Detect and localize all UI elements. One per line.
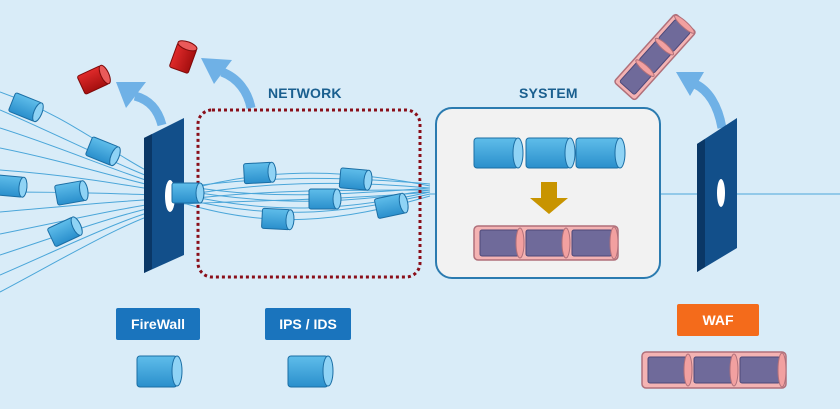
- system-packets: [473, 137, 626, 169]
- arrow-head: [116, 82, 146, 108]
- arrow-head: [201, 58, 232, 84]
- packet: [575, 137, 626, 169]
- blocked-packets: [77, 40, 198, 95]
- waf-reject-arrow: [692, 79, 727, 129]
- arrow-head: [676, 72, 704, 96]
- firewall-wall: [144, 118, 184, 273]
- firewall-tag: FireWall: [116, 308, 200, 340]
- blocked-packet: [77, 64, 111, 95]
- packet: [338, 167, 373, 191]
- packet: [374, 192, 409, 219]
- packet: [8, 92, 44, 123]
- waf-wall: [697, 118, 737, 272]
- reject-arrows: [133, 67, 727, 129]
- packet: [171, 182, 205, 204]
- packet: [85, 136, 121, 167]
- packet: [308, 188, 342, 210]
- incoming-packets: [0, 92, 121, 247]
- firewall-reject-arrow: [133, 91, 167, 127]
- packet: [525, 137, 576, 169]
- waf-legend-payload: [641, 351, 787, 389]
- blocked-packet: [169, 40, 198, 74]
- packet: [261, 207, 295, 231]
- blocked-malicious-payload: [614, 13, 696, 101]
- packet: [243, 161, 277, 185]
- assemble-arrow-icon: [530, 182, 568, 214]
- assembled-malicious-payload: [473, 225, 619, 261]
- ips-ids-tag: IPS / IDS: [265, 308, 351, 340]
- packet: [0, 174, 28, 198]
- packet: [54, 180, 89, 206]
- network-label: NETWORK: [268, 85, 342, 101]
- packet: [473, 137, 524, 169]
- packet: [47, 216, 83, 247]
- firewall-legend-packet: [136, 355, 183, 388]
- ips-legend-packet: [287, 355, 334, 388]
- network-packets: [171, 161, 409, 231]
- waf-tag: WAF: [677, 304, 759, 336]
- arrow-heads: [116, 58, 704, 108]
- system-label: SYSTEM: [519, 85, 578, 101]
- ips-reject-arrow: [220, 67, 256, 110]
